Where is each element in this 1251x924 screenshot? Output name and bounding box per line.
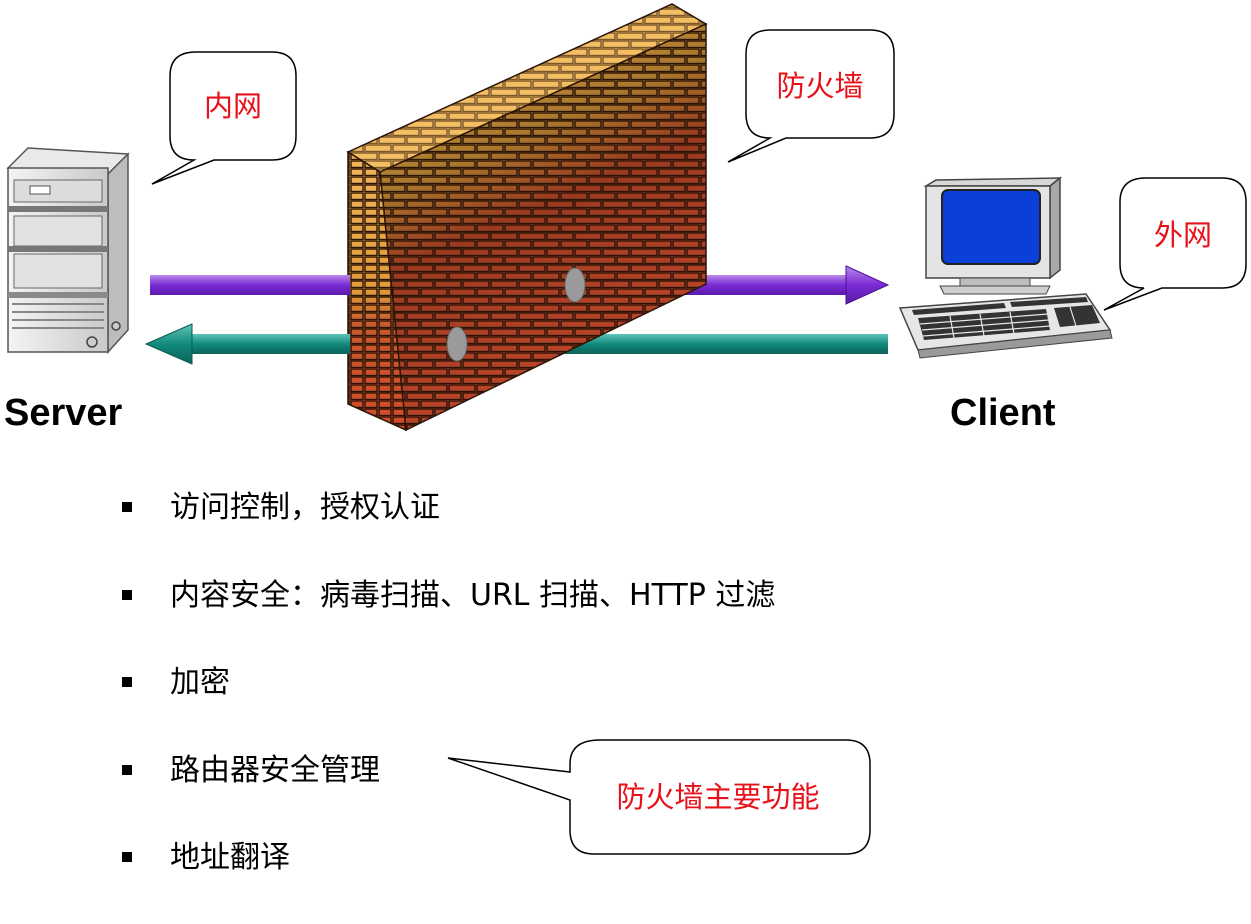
feature-text: 访问控制，授权认证 (170, 490, 440, 525)
callout-firewall (727, 29, 895, 163)
list-item: 路由器安全管理 (118, 749, 775, 837)
feature-text: 地址翻译 (170, 840, 290, 875)
client-computer-icon (898, 176, 1113, 359)
callout-functions-text: 防火墙主要功能 (616, 780, 820, 814)
feature-text: 加密 (170, 665, 230, 700)
bullet-icon (122, 677, 132, 687)
firewall-wall-icon (346, 3, 708, 432)
feature-list: 访问控制，授权认证 内容安全：病毒扫描、URL 扫描、HTTP 过滤 加密 路由… (118, 486, 775, 924)
client-label: Client (950, 392, 1056, 434)
callout-firewall-text: 防火墙 (776, 69, 864, 103)
bullet-icon (122, 852, 132, 862)
list-item: 访问控制，授权认证 (118, 486, 775, 574)
bullet-icon (122, 589, 132, 600)
firewall-diagram (6, 3, 1247, 855)
callout-intranet (151, 51, 297, 185)
feature-text: 内容安全：病毒扫描、URL 扫描、HTTP 过滤 (170, 577, 776, 613)
bullet-icon (122, 502, 132, 512)
bullet-icon (122, 764, 132, 775)
callout-extranet (1103, 177, 1247, 311)
callout-functions (447, 739, 871, 855)
list-item: 加密 (118, 661, 775, 749)
inbound-arrow-head (144, 323, 468, 365)
server-label: Server (4, 392, 123, 434)
monitor-screen (941, 189, 1041, 265)
callout-intranet-text: 内网 (203, 89, 262, 123)
callout-extranet-text: 外网 (1153, 218, 1212, 252)
outbound-arrow-shaft (150, 267, 586, 303)
feature-text: 路由器安全管理 (170, 752, 380, 788)
server-icon (6, 147, 130, 354)
list-item: 地址翻译 (118, 836, 775, 924)
list-item: 内容安全：病毒扫描、URL 扫描、HTTP 过滤 (118, 574, 775, 662)
